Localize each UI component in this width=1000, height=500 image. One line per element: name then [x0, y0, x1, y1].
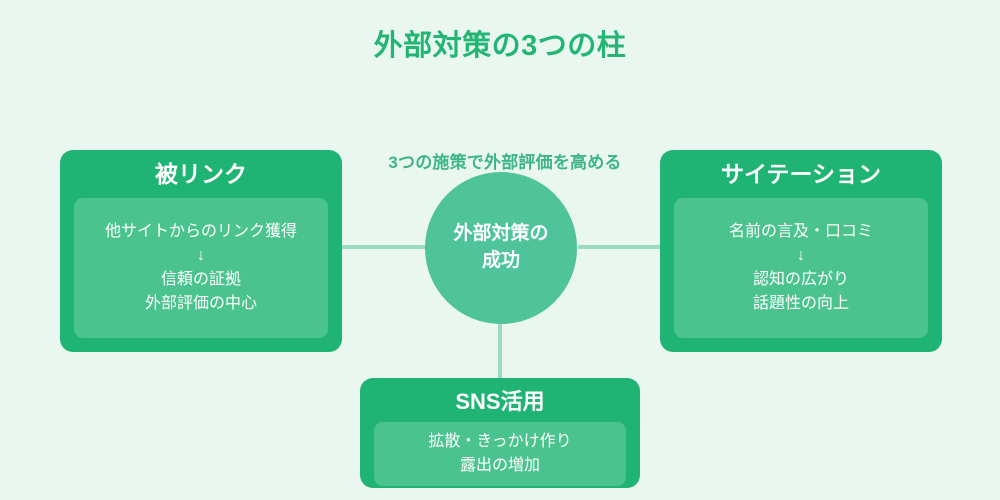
connector-line-right	[578, 245, 662, 249]
pillar-action-sns: 拡散・きっかけ作り	[428, 432, 572, 450]
connector-line-left	[342, 245, 426, 249]
connector-line-bottom	[498, 312, 502, 382]
pillar-result-line-1-backlink: 信頼の証拠	[160, 270, 241, 288]
pillar-result-line-1-sns: 露出の増加	[459, 456, 540, 474]
pillar-action-backlink: 他サイトからのリンク獲得	[104, 222, 297, 240]
down-arrow-icon: ↓	[197, 246, 205, 264]
center-node-success: 外部対策の 成功	[425, 172, 577, 324]
pillar-box-citation: サイテーション 名前の言及・口コミ ↓ 認知の広がり 話題性の向上	[660, 150, 942, 352]
pillar-panel-citation: 名前の言及・口コミ ↓ 認知の広がり 話題性の向上	[674, 197, 928, 338]
center-circle-line-2: 成功	[481, 250, 520, 271]
pillar-panel-backlink: 他サイトからのリンク獲得 ↓ 信頼の証拠 外部評価の中心	[74, 197, 328, 338]
pillar-result-line-2-backlink: 外部評価の中心	[144, 294, 257, 312]
pillar-action-citation: 名前の言及・口コミ	[728, 222, 873, 240]
center-circle-line-1: 外部対策の	[453, 223, 549, 245]
page-title: 外部対策の3つの柱	[373, 30, 627, 62]
pillar-result-line-1-citation: 認知の広がり	[752, 270, 849, 288]
center-subtitle: 3つの施策で外部評価を高める	[388, 153, 622, 172]
pillar-title-citation: サイテーション	[720, 161, 882, 187]
pillar-panel-sns: 拡散・きっかけ作り 露出の増加	[374, 421, 626, 486]
pillar-result-line-2-citation: 話題性の向上	[752, 294, 849, 312]
pillar-box-sns: SNS活用 拡散・きっかけ作り 露出の増加	[360, 378, 640, 488]
pillar-title-sns: SNS活用	[455, 389, 545, 414]
pillar-title-backlink: 被リンク	[155, 161, 247, 187]
down-arrow-icon: ↓	[797, 246, 805, 264]
pillar-box-backlink: 被リンク 他サイトからのリンク獲得 ↓ 信頼の証拠 外部評価の中心	[60, 150, 342, 352]
